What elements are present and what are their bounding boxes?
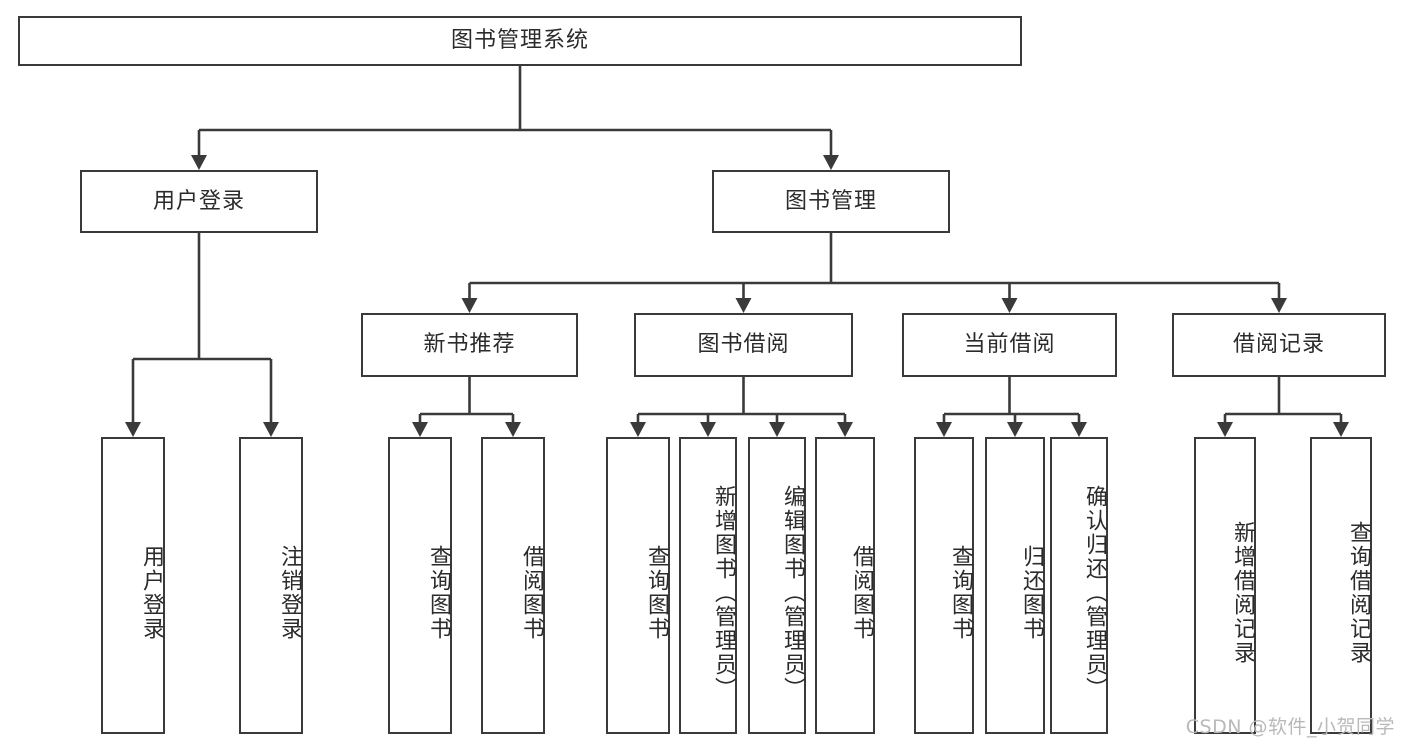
node-book-borrow[interactable]: 图书借阅 bbox=[634, 313, 853, 377]
node-leaf-user-login-label: 用户登录 bbox=[139, 544, 164, 641]
node-leaf-confirm-return-admin[interactable]: 确认归还（管理员） bbox=[1050, 437, 1108, 734]
node-borrow-record[interactable]: 借阅记录 bbox=[1172, 313, 1386, 377]
node-current-borrow[interactable]: 当前借阅 bbox=[902, 313, 1117, 377]
node-leaf-query-book-rec[interactable]: 查询图书 bbox=[388, 437, 452, 734]
node-new-book-recommend-label: 新书推荐 bbox=[423, 332, 516, 357]
node-book-borrow-label: 图书借阅 bbox=[697, 332, 790, 357]
node-leaf-query-borrow-record[interactable]: 查询借阅记录 bbox=[1310, 437, 1372, 734]
node-leaf-edit-book-admin-label: 编辑图书（管理员） bbox=[780, 484, 805, 701]
node-user-login[interactable]: 用户登录 bbox=[80, 170, 318, 233]
node-leaf-logout-label: 注销登录 bbox=[277, 544, 302, 641]
node-leaf-add-borrow-record[interactable]: 新增借阅记录 bbox=[1194, 437, 1256, 734]
node-leaf-query-book-cur[interactable]: 查询图书 bbox=[914, 437, 974, 734]
node-root[interactable]: 图书管理系统 bbox=[18, 16, 1022, 66]
node-leaf-add-book-admin[interactable]: 新增图书（管理员） bbox=[679, 437, 737, 734]
node-leaf-return-book[interactable]: 归还图书 bbox=[985, 437, 1045, 734]
node-leaf-borrow-book-label: 借阅图书 bbox=[849, 544, 874, 641]
node-leaf-confirm-return-admin-label: 确认归还（管理员） bbox=[1082, 484, 1107, 701]
node-new-book-recommend[interactable]: 新书推荐 bbox=[361, 313, 578, 377]
node-leaf-user-login[interactable]: 用户登录 bbox=[101, 437, 165, 734]
node-leaf-query-book-rec-label: 查询图书 bbox=[426, 544, 451, 641]
node-leaf-query-book-borrow-label: 查询图书 bbox=[644, 544, 669, 641]
node-root-label: 图书管理系统 bbox=[450, 28, 589, 53]
node-user-login-label: 用户登录 bbox=[152, 188, 245, 214]
node-leaf-borrow-book-rec-label: 借阅图书 bbox=[519, 544, 544, 641]
node-leaf-add-borrow-record-label: 新增借阅记录 bbox=[1230, 520, 1255, 665]
node-leaf-query-book-cur-label: 查询图书 bbox=[948, 544, 973, 641]
node-leaf-query-borrow-record-label: 查询借阅记录 bbox=[1346, 520, 1371, 665]
node-leaf-borrow-book[interactable]: 借阅图书 bbox=[815, 437, 875, 734]
node-leaf-edit-book-admin[interactable]: 编辑图书（管理员） bbox=[748, 437, 806, 734]
node-book-manage[interactable]: 图书管理 bbox=[712, 170, 950, 233]
node-leaf-return-book-label: 归还图书 bbox=[1019, 544, 1044, 641]
node-leaf-logout[interactable]: 注销登录 bbox=[239, 437, 303, 734]
node-leaf-query-book-borrow[interactable]: 查询图书 bbox=[606, 437, 670, 734]
node-leaf-borrow-book-rec[interactable]: 借阅图书 bbox=[481, 437, 545, 734]
node-current-borrow-label: 当前借阅 bbox=[963, 332, 1056, 357]
node-leaf-add-book-admin-label: 新增图书（管理员） bbox=[711, 484, 736, 701]
node-book-manage-label: 图书管理 bbox=[784, 188, 877, 214]
node-borrow-record-label: 借阅记录 bbox=[1232, 332, 1325, 357]
